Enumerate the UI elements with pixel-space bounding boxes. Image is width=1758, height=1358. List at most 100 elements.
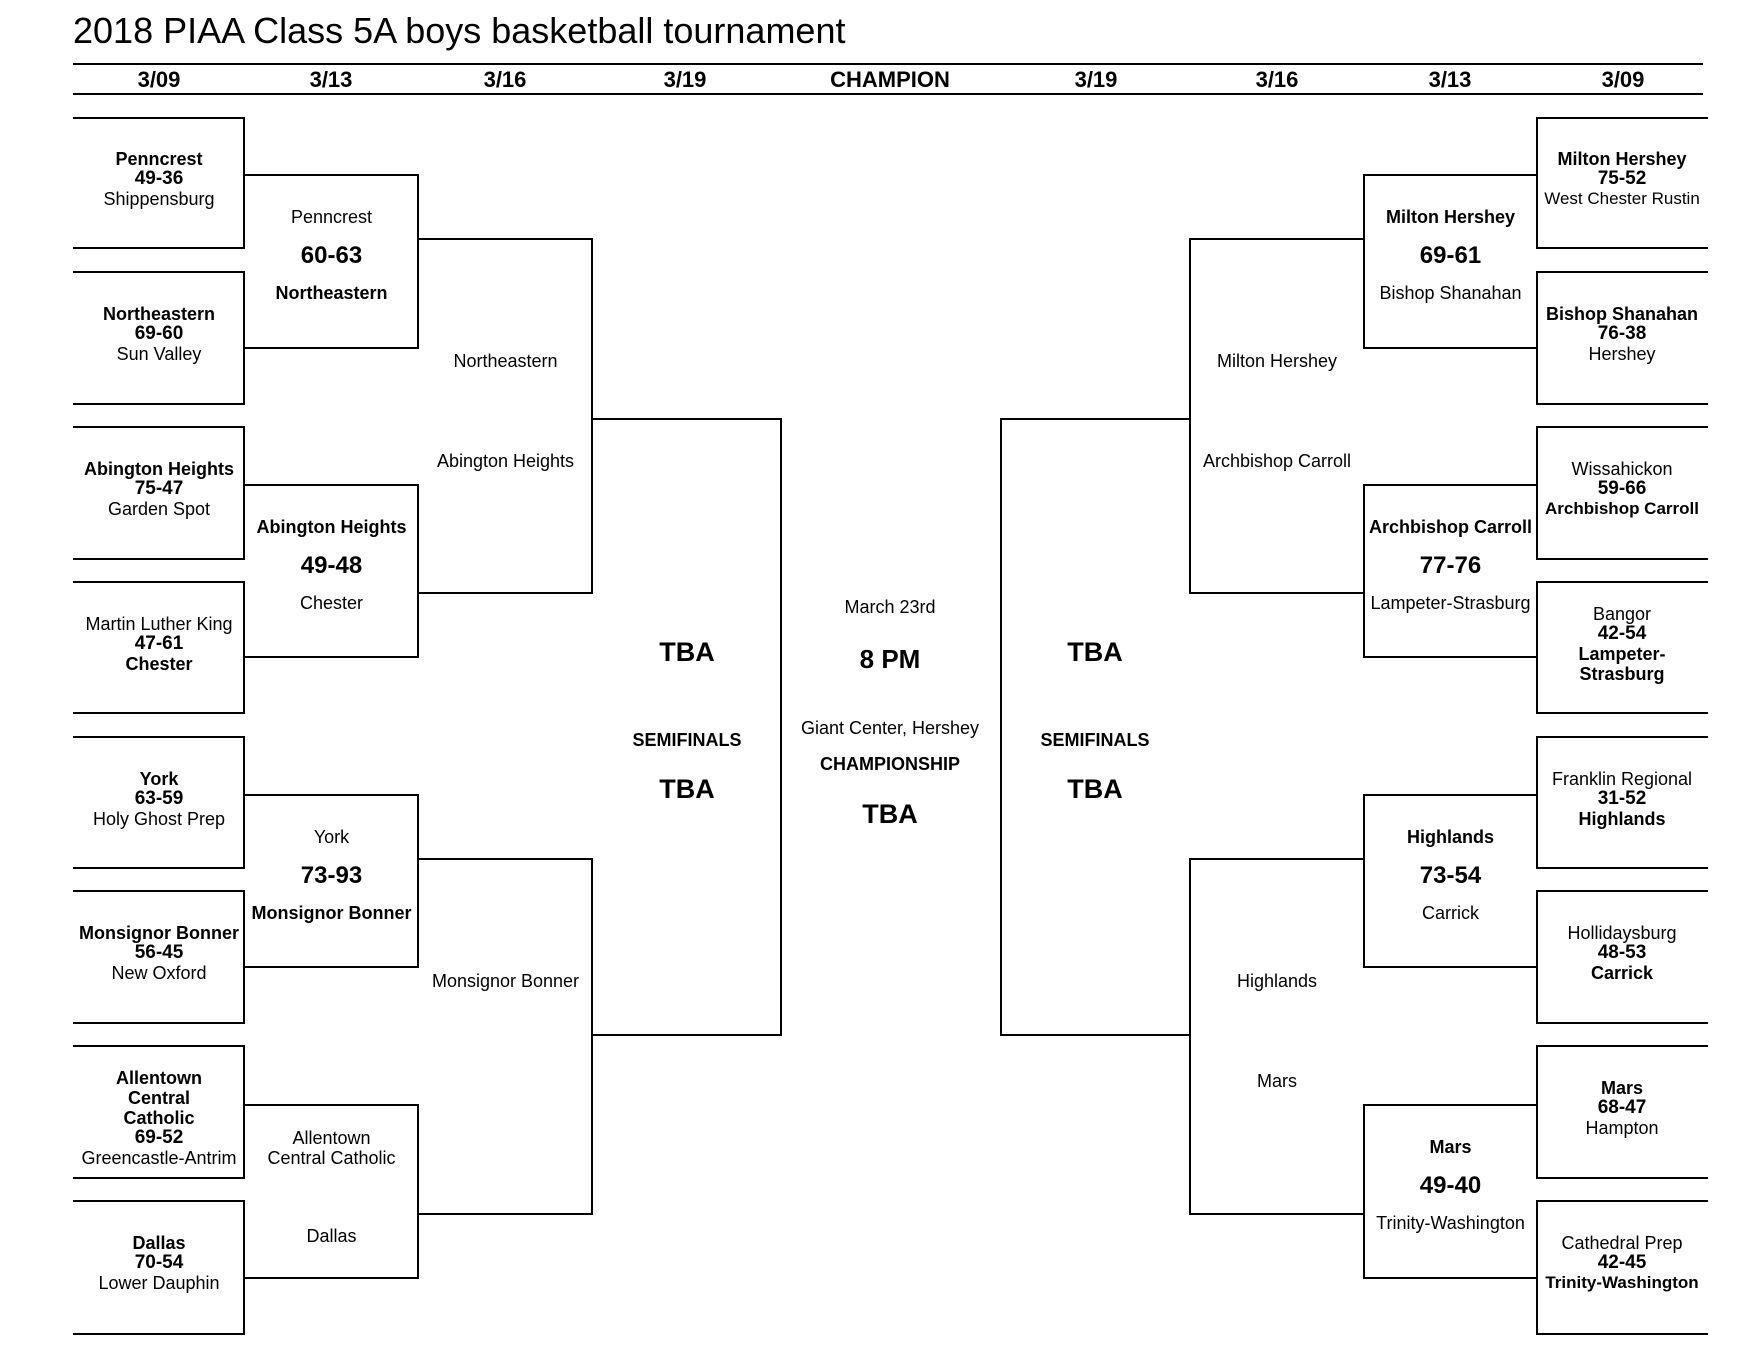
bracket-line-r1 [73, 1200, 245, 1335]
team-name: Highlands [1578, 809, 1666, 829]
semifinal-team: TBA [1067, 774, 1123, 804]
team-name: Monsignor Bonner [79, 923, 239, 943]
team-name: Bangor [1592, 604, 1652, 624]
bracket-line-r1 [73, 271, 245, 405]
team-name: Penncrest [290, 207, 373, 227]
bracket-line-r1 [73, 117, 245, 249]
game-score: 70-54 [134, 1252, 184, 1273]
team-name: York [139, 769, 179, 789]
team-name: Shippensburg [103, 189, 215, 209]
game-score: 63-59 [134, 788, 184, 809]
team-name: Monsignor Bonner [251, 903, 412, 923]
championship-venue: Giant Center, Hershey [800, 718, 980, 738]
championship-time: 8 PM [859, 644, 921, 674]
bracket-line-r2 [1363, 484, 1538, 658]
bracket-line-r2 [244, 1104, 419, 1279]
game-r1-right-6: Hollidaysburg 48-53 Carrick [1536, 923, 1708, 983]
bracket-line-r1 [73, 426, 245, 560]
team-name: Milton Hershey [1216, 351, 1338, 371]
game-r1-right-7: Mars 68-47 Hampton [1536, 1078, 1708, 1138]
game-r1-right-4: Bangor 42-54 Lampeter-Strasburg [1536, 604, 1708, 684]
game-score: 76-38 [1597, 323, 1647, 344]
game-r1-left-7: Allentown Central Catholic 69-52 Greenca… [73, 1068, 245, 1168]
team-name: Highlands [1236, 971, 1318, 991]
round-header: 3/13 [309, 67, 353, 92]
bracket-line-r1 [1536, 890, 1708, 1024]
bracket-line-r3 [418, 238, 593, 594]
game-score: 59-66 [1597, 478, 1647, 499]
bracket-line-r3 [418, 858, 593, 1215]
team-name: Abington Heights [84, 459, 234, 479]
round-header: 3/09 [137, 67, 181, 92]
team-name: Northeastern [275, 283, 388, 303]
game-score: 42-45 [1597, 1252, 1647, 1273]
game-score: 77-76 [1419, 552, 1482, 579]
team-name: New Oxford [111, 963, 207, 983]
round-header: 3/16 [483, 67, 527, 92]
game-r2-left-4: Allentown Central Catholic [244, 1128, 419, 1168]
game-score: 73-93 [300, 862, 363, 889]
game-score: 60-63 [300, 242, 363, 269]
team-name: Garden Spot [107, 499, 211, 519]
team-name: Allentown Central Catholic [116, 1068, 202, 1128]
game-score: 75-52 [1597, 168, 1647, 189]
team-name: Trinity-Washington [1376, 1213, 1525, 1233]
bracket-line-r2 [244, 794, 419, 968]
team-name: Hollidaysburg [1567, 923, 1677, 943]
team-name: Holy Ghost Prep [92, 809, 226, 829]
bracket-line-r2 [244, 174, 419, 349]
bracket-line-r2 [1363, 174, 1538, 349]
team-name: Lampeter-Strasburg [1370, 593, 1531, 613]
game-score: 49-36 [134, 168, 184, 189]
game-score: 47-61 [134, 633, 184, 654]
round-header: 3/19 [663, 67, 707, 92]
team-name: Archbishop Carroll [1368, 517, 1533, 537]
bracket-line-r1 [1536, 581, 1708, 714]
team-name: Archbishop Carroll [1202, 451, 1352, 471]
round-header: 3/09 [1601, 67, 1645, 92]
team-name: Abington Heights [256, 517, 407, 537]
round-header: CHAMPION [830, 67, 950, 92]
team-name: Highlands [1406, 827, 1494, 847]
header-bottom-rule [73, 93, 1703, 95]
game-r1-right-5: Franklin Regional 31-52 Highlands [1536, 769, 1708, 829]
semifinal-team: TBA [659, 774, 715, 804]
game-score: 56-45 [134, 942, 184, 963]
game-r1-left-6: Monsignor Bonner 56-45 New Oxford [73, 923, 245, 983]
bracket-line-semi [1000, 418, 1191, 1036]
game-r1-right-2: Bishop Shanahan 76-38 Hershey [1536, 304, 1708, 364]
game-score: 73-54 [1419, 862, 1482, 889]
bracket-line-r2 [1363, 794, 1538, 968]
team-name: Dallas [132, 1233, 186, 1253]
game-r1-left-4: Martin Luther King 47-61 Chester [73, 614, 245, 674]
game-r1-left-3: Abington Heights 75-47 Garden Spot [73, 459, 245, 519]
page-title: 2018 PIAA Class 5A boys basketball tourn… [73, 10, 846, 51]
game-score: 69-60 [134, 323, 184, 344]
semifinals-label: SEMIFINALS [1040, 730, 1150, 750]
semifinal-team: TBA [659, 637, 715, 667]
team-name: Trinity-Washington [1545, 1273, 1699, 1292]
bracket-line-r1 [73, 890, 245, 1024]
semifinals-label: SEMIFINALS [632, 730, 742, 750]
team-name: Monsignor Bonner [431, 971, 580, 991]
team-name: Allentown Central Catholic [267, 1128, 396, 1168]
team-name: Lampeter-Strasburg [1578, 644, 1666, 684]
game-score: 49-40 [1419, 1172, 1482, 1199]
team-name: Chester [299, 593, 364, 613]
team-name: Cathedral Prep [1561, 1233, 1683, 1253]
bracket-line-r1 [1536, 271, 1708, 405]
bracket-line-semi [592, 418, 782, 1036]
team-name: Carrick [1422, 903, 1479, 923]
game-score: 69-52 [134, 1127, 184, 1148]
game-r1-right-8: Cathedral Prep 42-45 Trinity-Washington [1536, 1233, 1708, 1293]
team-name: Abington Heights [436, 451, 575, 471]
header-top-rule [73, 63, 1703, 65]
bracket-line-r1 [73, 736, 245, 869]
game-r1-left-2: Northeastern 69-60 Sun Valley [73, 304, 245, 364]
bracket-line-r1 [1536, 1045, 1708, 1179]
team-name: York [313, 827, 350, 847]
bracket-line-r3 [1189, 858, 1365, 1215]
game-score: 42-54 [1597, 623, 1647, 644]
team-name: Mars [1600, 1078, 1644, 1098]
game-r1-right-1: Milton Hershey 75-52 West Chester Rustin [1536, 149, 1708, 209]
